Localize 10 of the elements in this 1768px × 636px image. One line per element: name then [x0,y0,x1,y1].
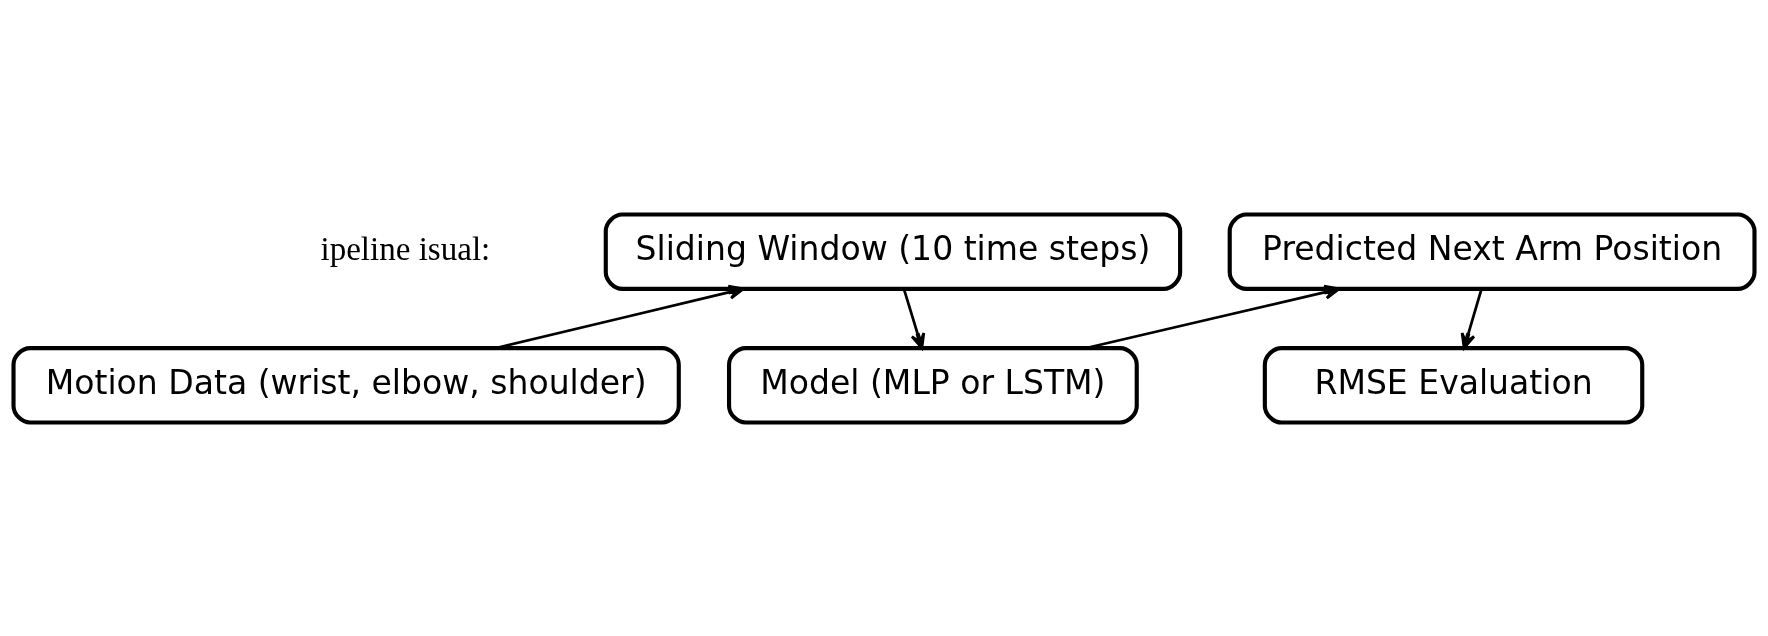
arrow [1460,288,1483,349]
node-box: Motion Data (wrist, elbow, shoulder) [11,345,681,425]
node-box: RMSE Evaluation [1262,345,1645,425]
node-box: Model (MLP or LSTM) [727,345,1139,425]
arrow [495,284,745,349]
arrow [902,288,926,349]
label: ipeline isual: [320,230,491,267]
node-box: Sliding Window (10 time steps) [603,211,1183,291]
node-box: Predicted Next Arm Position [1227,211,1757,291]
arrow [1085,284,1341,349]
